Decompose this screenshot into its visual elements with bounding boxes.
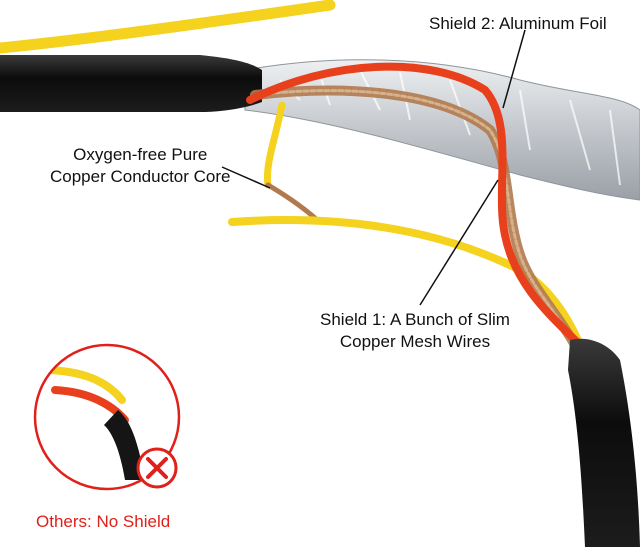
no-shield-inset — [33, 343, 181, 491]
cable-jacket-top — [0, 55, 262, 112]
copper-mesh-label-line2: Copper Mesh Wires — [339, 332, 491, 351]
yellow-wire-background — [0, 0, 336, 54]
aluminum-foil-label: Shield 2: Aluminum Foil — [429, 14, 607, 33]
mesh-leader-line — [419, 179, 499, 306]
yellow-wire-stripped — [263, 101, 286, 189]
no-shield-caption: Others: No Shield — [36, 512, 171, 531]
copper-conductor-core — [265, 182, 318, 221]
red-wire — [246, 62, 584, 349]
core-leader-line — [221, 166, 271, 189]
cable-jacket-bottom — [568, 338, 640, 547]
copper-mesh-label: Shield 1: A Bunch of Slim Copper Mesh Wi… — [320, 309, 510, 353]
copper-core-label-line1: Oxygen-free Pure — [73, 145, 208, 164]
copper-core-label-line2: Copper Conductor Core — [50, 167, 231, 186]
foil-leader-line — [502, 29, 526, 109]
copper-core-label: Oxygen-free Pure Copper Conductor Core — [50, 144, 230, 188]
red-x-icon — [136, 447, 178, 489]
copper-mesh-label-line1: Shield 1: A Bunch of Slim — [320, 310, 510, 329]
yellow-wire-long — [228, 216, 584, 349]
